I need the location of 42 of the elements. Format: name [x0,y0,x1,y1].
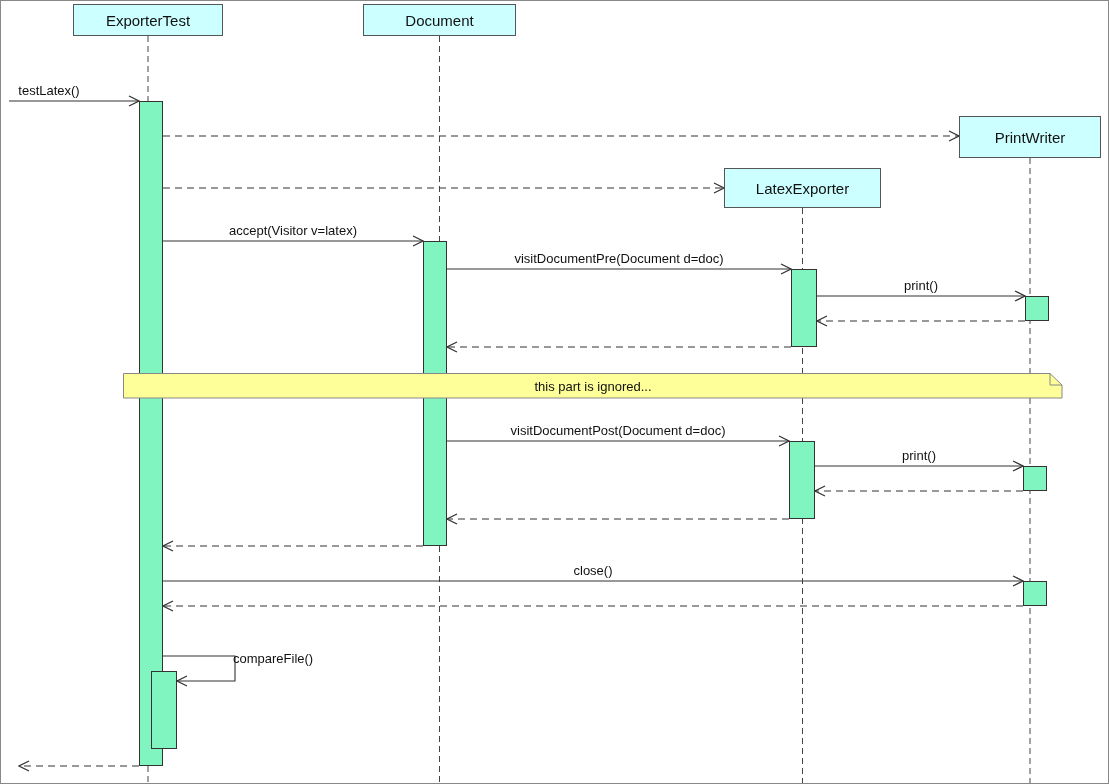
activation-bar [1023,581,1047,606]
activation-bar [423,241,447,546]
message-label: visitDocumentPre(Document d=doc) [514,251,724,266]
activation-bar [791,269,817,347]
message-arrow [162,575,1024,587]
activation-bar [151,671,177,749]
message-arrow [446,263,792,275]
return-arrow [162,540,424,552]
return-arrow [816,315,1026,327]
message-arrow [162,235,424,247]
message-label: accept(Visitor v=latex) [229,223,357,238]
message-arrow [816,290,1026,302]
message-label: visitDocumentPost(Document d=doc) [510,423,726,438]
object-name: Document [405,11,474,29]
return-arrow [446,513,790,525]
message-arrow [162,655,236,687]
return-arrow [18,760,140,772]
message-arrow [8,95,140,107]
message-label: testLatex() [18,83,80,98]
return-arrow [162,600,1024,612]
message-arrow [814,460,1024,472]
activation-bar [1023,466,1047,491]
message-label: print() [904,278,938,293]
return-arrow [814,485,1024,497]
activation-bar [1025,296,1049,321]
return-arrow [162,182,725,194]
object-name: ExporterTest [105,11,191,29]
object-name: LatexExporter [755,179,850,197]
object-name: PrintWriter [994,128,1066,146]
lifeline-head [73,4,223,36]
lifeline-head [959,116,1101,158]
message-label: print() [902,448,936,463]
activation-bar [789,441,815,519]
note-text: this part is ignored... [534,378,652,394]
return-arrow [446,341,792,353]
return-arrow [162,130,960,142]
message-arrow [446,435,790,447]
activation-bar [139,101,163,766]
lifeline-head [363,4,516,36]
lifeline-head [724,168,881,208]
message-label: close() [573,563,613,578]
message-label: compareFile() [233,651,314,666]
